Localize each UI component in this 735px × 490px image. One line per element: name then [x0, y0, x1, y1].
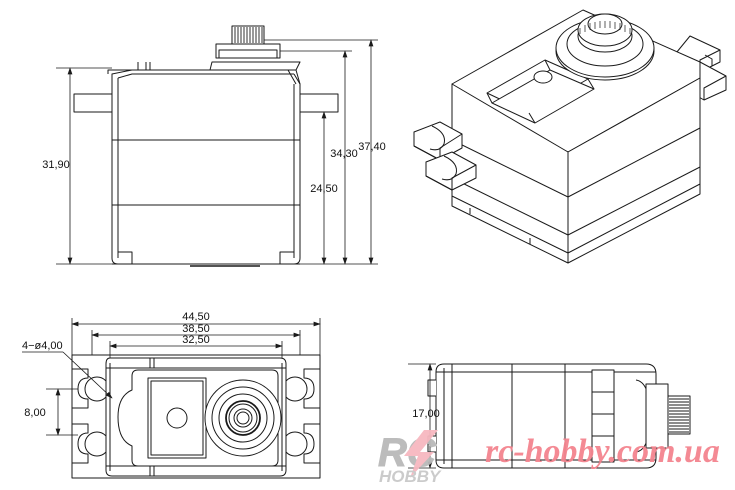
lightning-bolt-icon: [404, 430, 438, 478]
dim-front-37-40: 37,40: [358, 141, 386, 153]
top-view-dimensions: [22, 318, 321, 436]
top-plan-geometry: [71, 354, 321, 479]
dim-front-24-50: 24,50: [310, 183, 338, 195]
side-elevation-geometry: [427, 363, 691, 469]
callout-4-holes: 4−ø4,00: [22, 340, 63, 352]
dim-side-17-00: 17,00: [412, 408, 440, 420]
watermark-group: RC HOBBY rc-hobby.com.ua: [378, 430, 720, 486]
dim-top-38-50: 38,50: [182, 323, 210, 335]
dim-top-8-00: 8,00: [24, 407, 45, 419]
isometric-geometry: [413, 9, 727, 264]
dimension-labels: 31,90 24,50 34,30 37,40 44,50 38,50 32,5…: [22, 141, 440, 420]
dim-top-32-50: 32,50: [182, 334, 210, 346]
side-view-dimensions: [408, 363, 436, 469]
front-view-dimensions: [56, 39, 378, 265]
watermark-url: rc-hobby.com.ua: [485, 433, 720, 470]
front-elevation-geometry: [73, 25, 339, 267]
dim-front-34-30: 34,30: [330, 148, 358, 160]
dim-top-44-50: 44,50: [182, 311, 210, 323]
logo-sub-text: HOBBY: [379, 467, 442, 486]
rc-hobby-logo: RC HOBBY: [378, 430, 442, 486]
dim-front-31-90: 31,90: [42, 159, 70, 171]
